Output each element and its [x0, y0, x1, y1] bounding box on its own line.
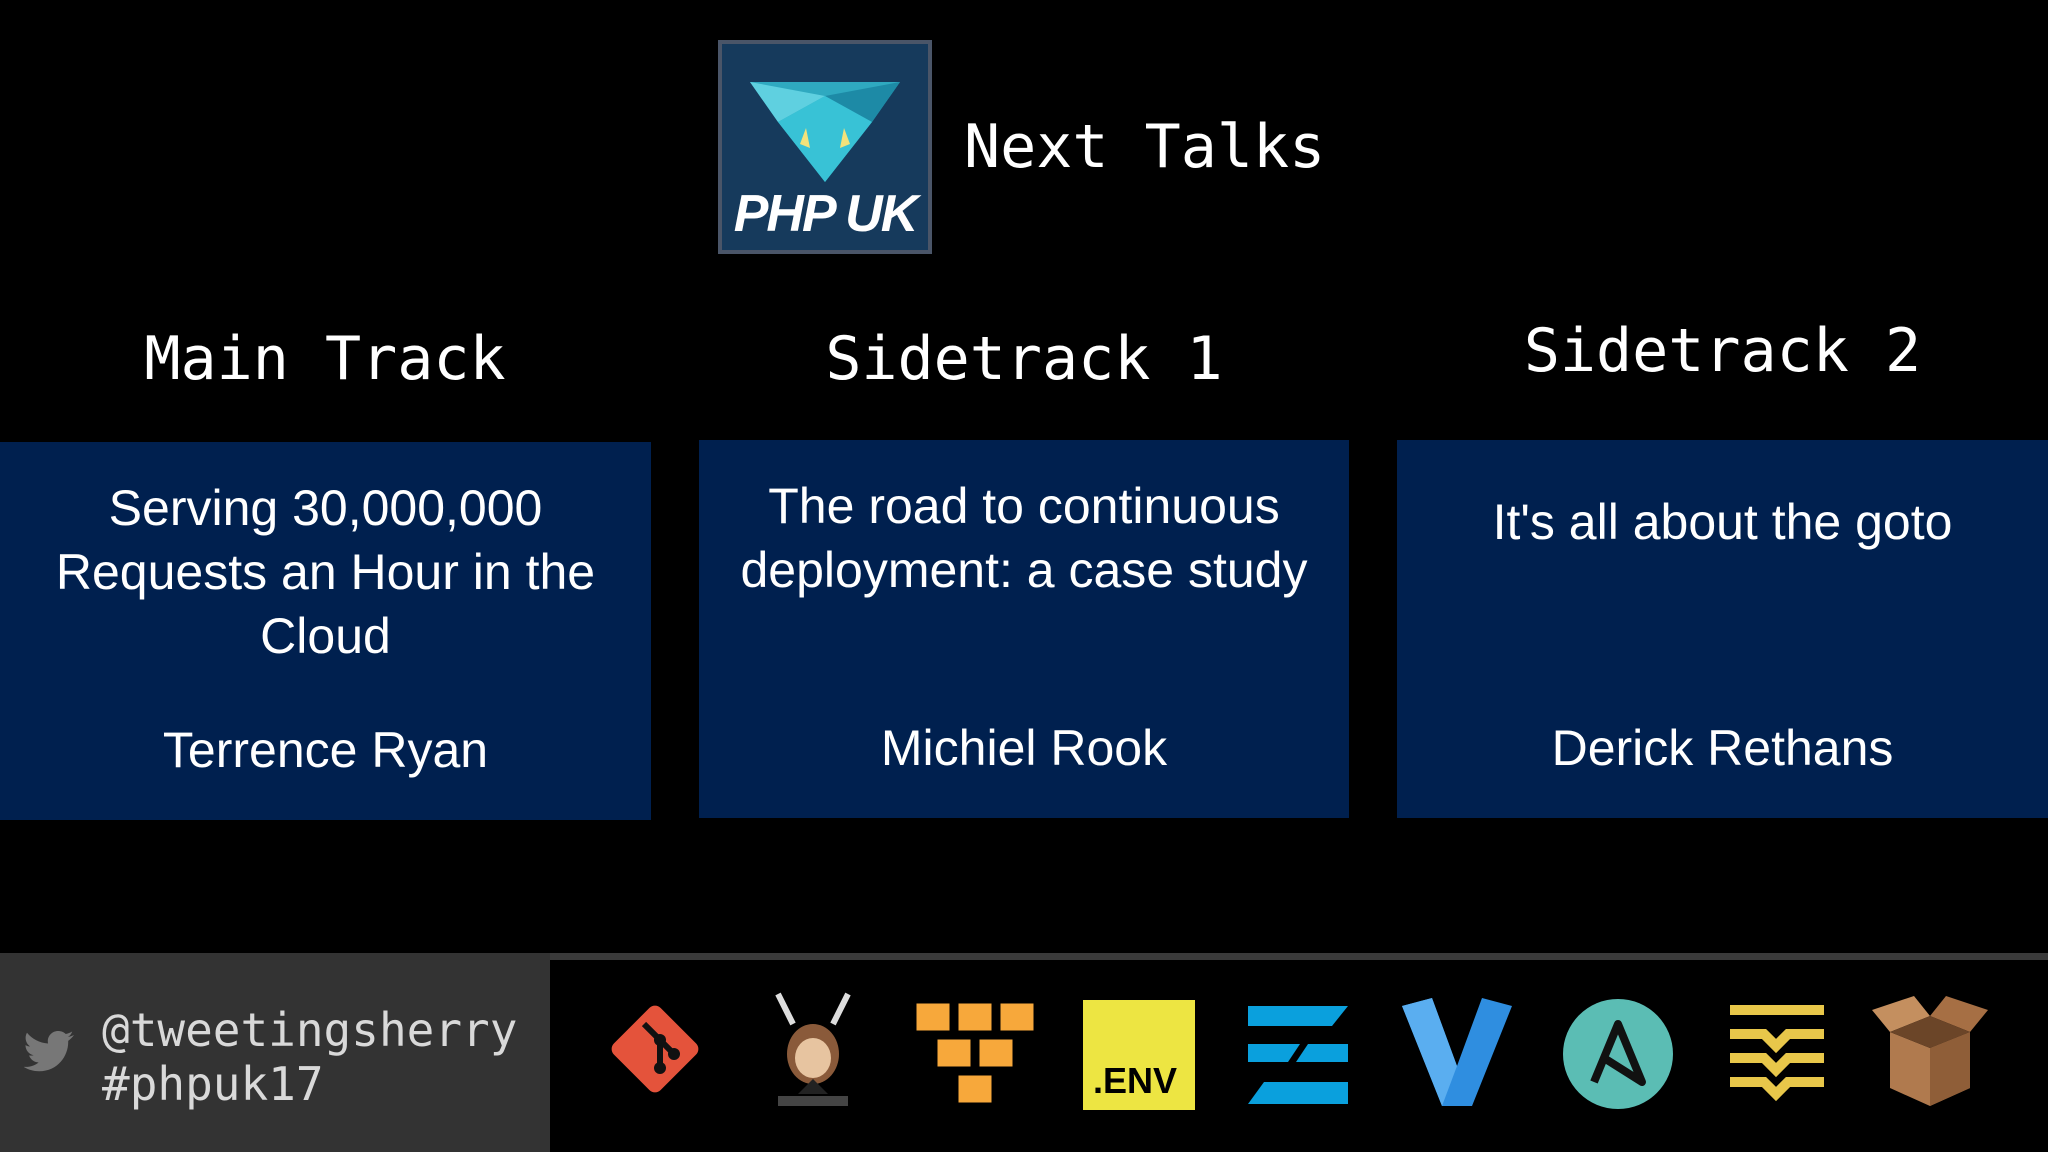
talk-title: It's all about the goto — [1492, 494, 1953, 550]
twitter-handle: @tweetingsherry — [102, 1003, 518, 1057]
twitter-bird-icon — [24, 1031, 74, 1072]
track-header-sidetrack-1: Sidetrack 1 — [825, 324, 1223, 394]
php-uk-logo: PHP UK — [718, 40, 932, 254]
talk-title: Serving 30,000,000 Requests an Hour in t… — [55, 480, 596, 664]
git-icon — [611, 1005, 699, 1093]
logo-text: PHP UK — [733, 185, 919, 243]
phing-icon — [1730, 1005, 1824, 1102]
talk-speaker: Derick Rethans — [1551, 720, 1894, 776]
ansible-icon — [1563, 999, 1673, 1109]
zend-icon — [1248, 1006, 1348, 1104]
talk-card-main: Serving 30,000,000 Requests an Hour in t… — [0, 442, 651, 820]
talk-title: The road to continuous deployment: a cas… — [740, 478, 1308, 598]
social-panel: @tweetingsherry #phpuk17 — [0, 953, 550, 1152]
dotenv-label: .ENV — [1093, 1060, 1178, 1101]
event-hashtag: #phpuk17 — [102, 1057, 324, 1111]
talk-card-sidetrack-2: It's all about the goto Derick Rethans — [1397, 440, 2048, 818]
composer-icon — [775, 992, 851, 1106]
vagrant-icon — [1402, 998, 1512, 1106]
talk-speaker: Michiel Rook — [880, 720, 1168, 776]
footer-divider — [550, 953, 2048, 960]
track-header-main: Main Track — [144, 324, 506, 394]
talk-card-sidetrack-1: The road to continuous deployment: a cas… — [699, 440, 1349, 818]
box-icon — [1872, 996, 1988, 1106]
page-title: Next Talks — [964, 112, 1326, 182]
talk-speaker: Terrence Ryan — [162, 722, 489, 778]
track-header-sidetrack-2: Sidetrack 2 — [1523, 316, 1922, 386]
aws-icon — [913, 1000, 1037, 1106]
dotenv-icon: .ENV — [1083, 1000, 1195, 1110]
